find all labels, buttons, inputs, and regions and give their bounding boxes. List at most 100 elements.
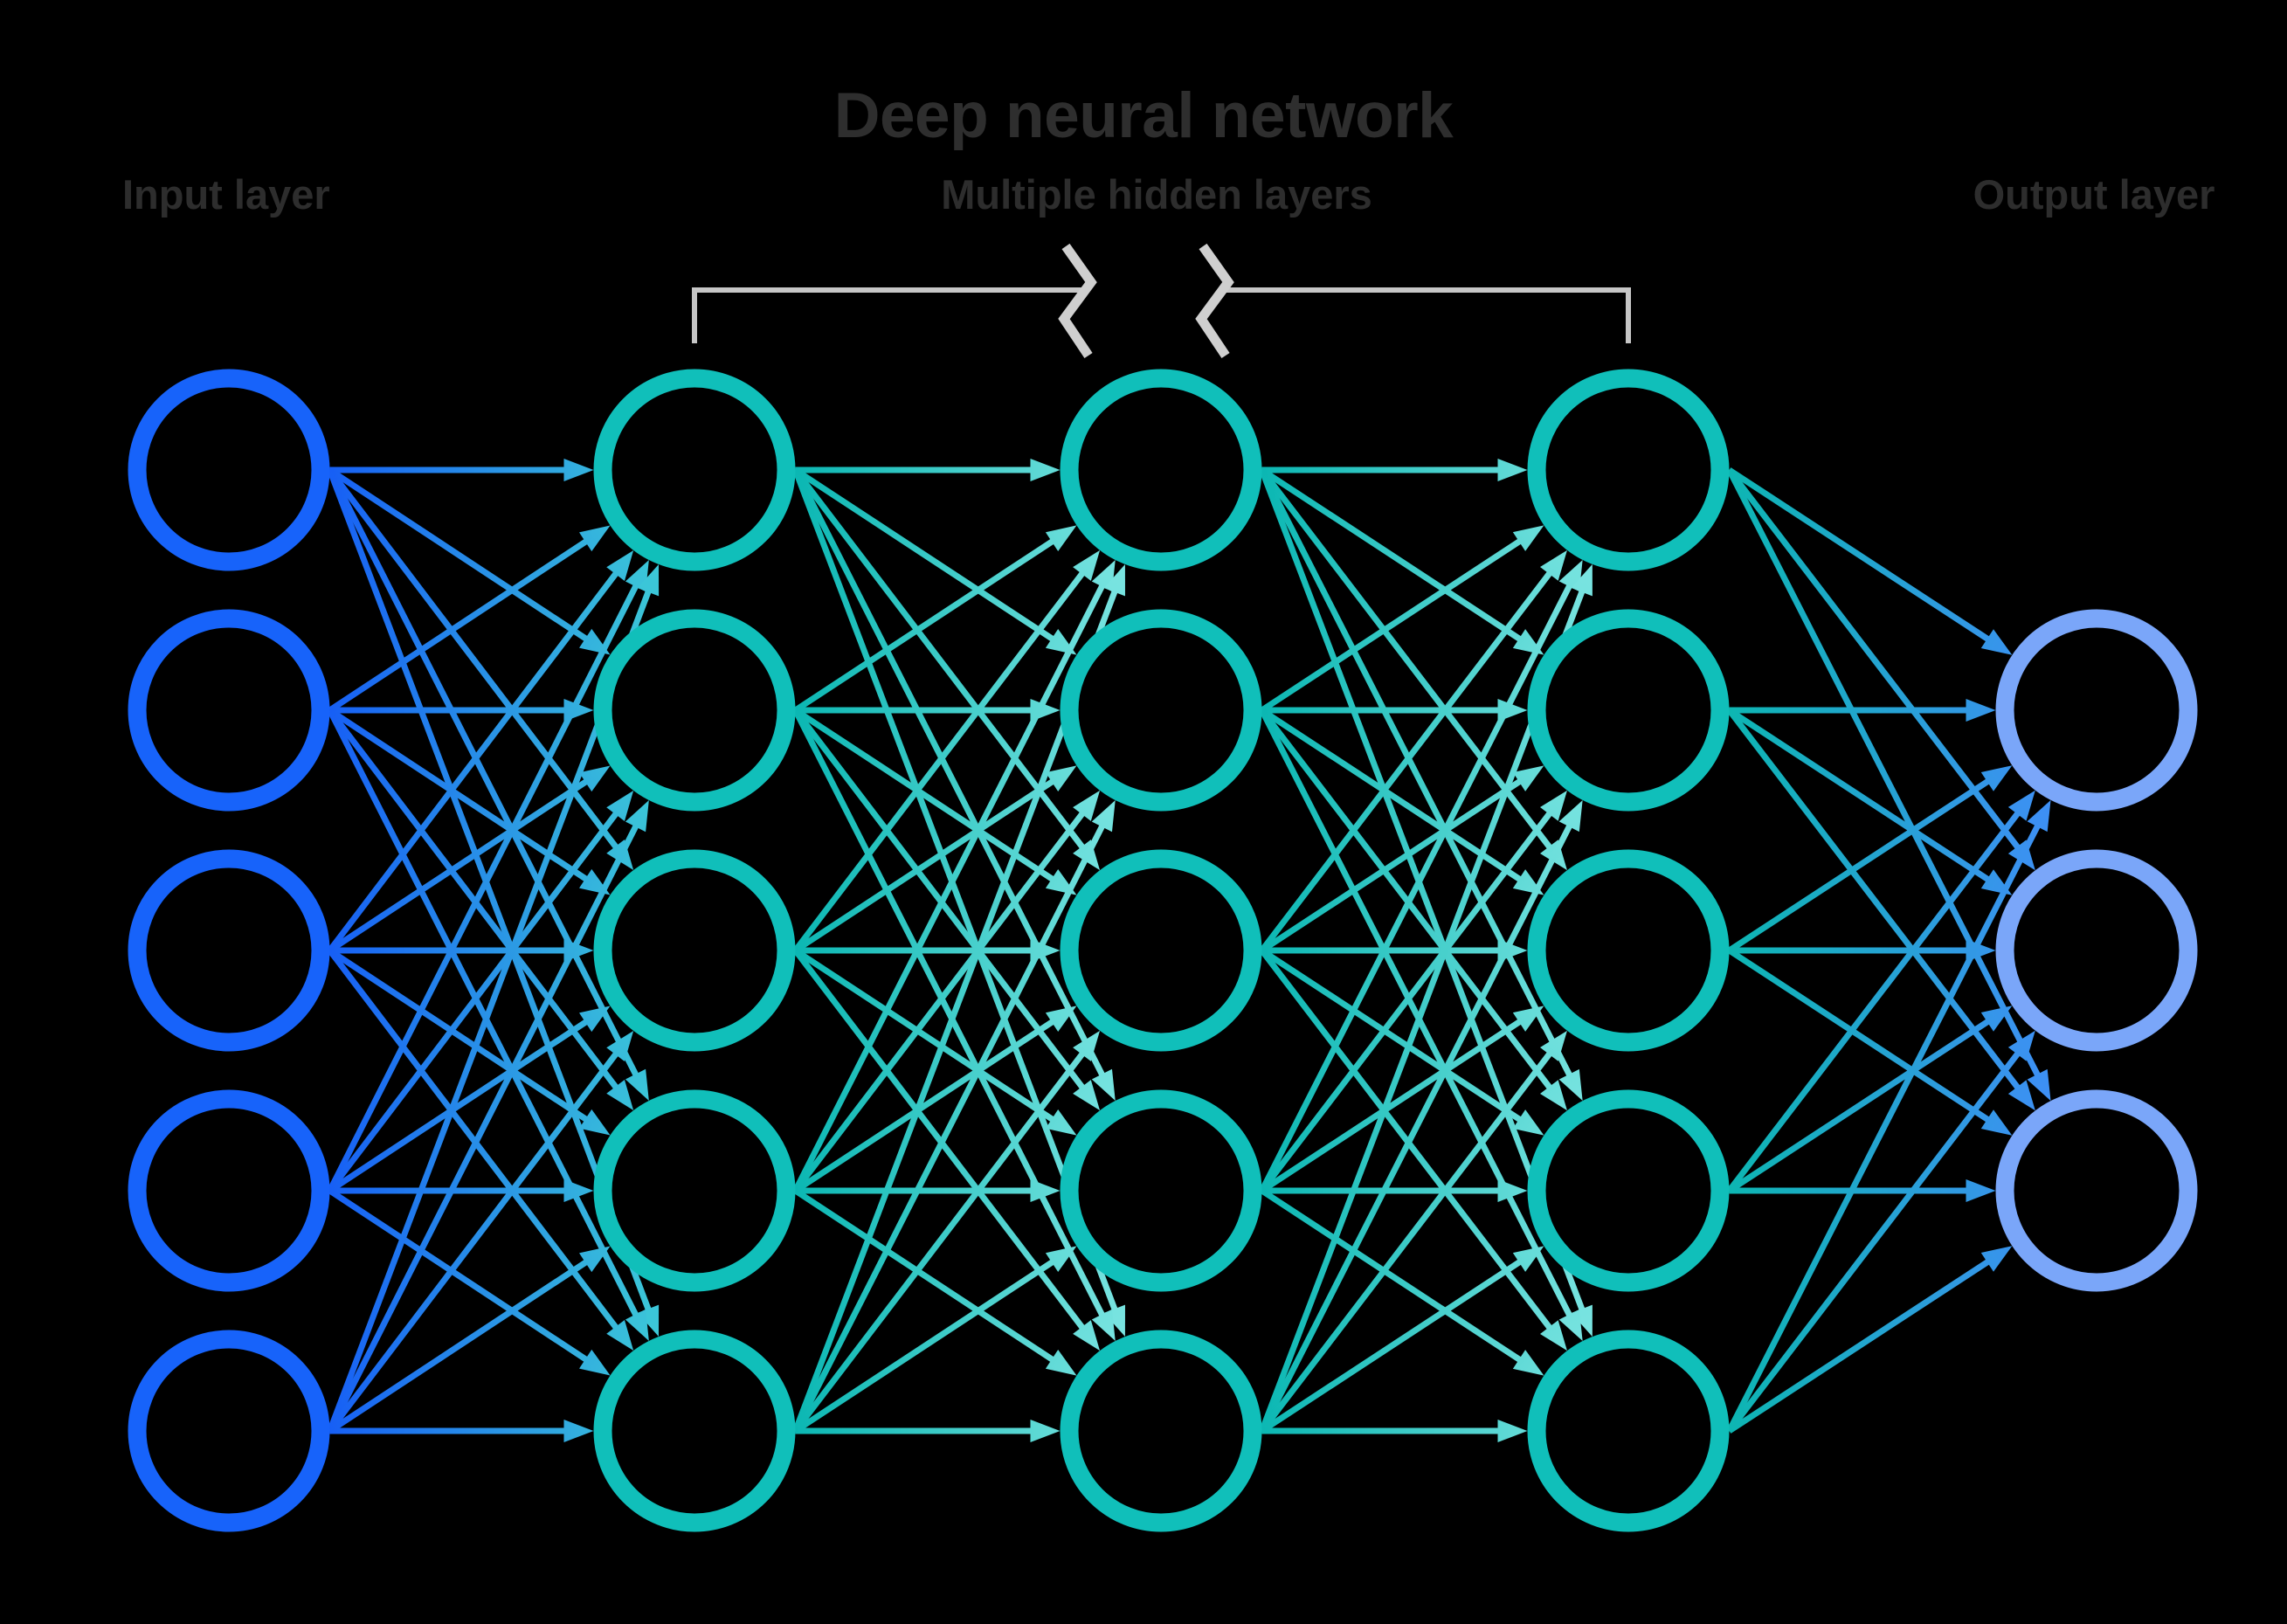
edge-line xyxy=(327,820,641,1433)
output-layer-node xyxy=(1995,1089,2198,1292)
bracket-break-mark xyxy=(1058,243,1097,359)
edge-line xyxy=(792,580,1108,1192)
edge-arrowhead xyxy=(625,1068,649,1101)
hidden-layer-2-node xyxy=(1060,369,1262,571)
edge-line xyxy=(1727,948,1993,1125)
edge-line xyxy=(1727,1016,1993,1193)
edge-arrowhead xyxy=(1512,765,1544,791)
hidden-layer-3-node xyxy=(1527,609,1730,812)
hidden-layer-1-node xyxy=(593,369,796,571)
edge-line xyxy=(1726,807,2023,1193)
edge-arrowhead xyxy=(1539,1320,1567,1351)
edge-line xyxy=(1260,467,1525,645)
hidden-layer-3-node xyxy=(1527,369,1730,571)
edge-line xyxy=(1259,468,1575,1081)
edge-line xyxy=(792,468,1108,1081)
edge-arrowhead xyxy=(2027,799,2051,833)
edge-arrowhead xyxy=(1091,800,1116,833)
edge-line xyxy=(1726,820,2042,1433)
hidden-layer-1-node xyxy=(593,1330,796,1532)
edge-line xyxy=(327,808,622,1193)
edge-arrowhead xyxy=(1073,549,1101,581)
edge-line xyxy=(1727,1256,1993,1434)
edge-line xyxy=(792,568,1088,953)
edge-line xyxy=(328,1017,592,1193)
edge-line xyxy=(1259,807,1555,1193)
edge-arrowhead xyxy=(1045,1005,1077,1032)
edge-arrowhead xyxy=(2007,1030,2035,1061)
edge-line xyxy=(327,468,641,1081)
edge-arrowhead xyxy=(1558,799,1583,833)
edge-line xyxy=(328,536,592,713)
edge-line xyxy=(792,1048,1088,1434)
edge-arrowhead xyxy=(625,1309,649,1341)
edge-arrowhead xyxy=(2007,790,2035,821)
edge-line xyxy=(1259,467,1555,853)
edge-arrowhead xyxy=(625,800,649,833)
edge-arrowhead xyxy=(1030,1179,1061,1202)
hidden-layer-3-node xyxy=(1527,1089,1730,1292)
label-output-layer: Output layer xyxy=(1973,171,2215,218)
edge-line xyxy=(1260,948,1525,1125)
edge-arrowhead xyxy=(563,459,594,481)
edge-arrowhead xyxy=(1966,1179,1996,1202)
label-input-layer: Input layer xyxy=(122,171,330,218)
edge-line xyxy=(1260,1188,1525,1365)
edge-line xyxy=(1259,708,1575,1321)
edge-line xyxy=(792,467,1088,853)
hidden-layer-3-node xyxy=(1527,1330,1730,1532)
hidden-layer-1-node xyxy=(593,609,796,812)
edge-arrowhead xyxy=(606,1030,634,1061)
edge-line xyxy=(1259,580,1575,1192)
input-layer-node xyxy=(128,609,330,812)
edge-arrowhead xyxy=(1030,459,1061,481)
edge-arrowhead xyxy=(606,1080,634,1111)
hidden-layer-2-node xyxy=(1060,1089,1262,1292)
hidden-layer-1-node xyxy=(593,849,796,1052)
bracket-break-mark xyxy=(1195,243,1234,359)
edge-line xyxy=(1259,567,1555,953)
edges-group xyxy=(327,459,2051,1442)
edge-arrowhead xyxy=(606,790,634,821)
edge-arrowhead xyxy=(1045,525,1077,551)
hidden-layer-3-node xyxy=(1527,849,1730,1052)
input-layer-node xyxy=(128,1089,330,1292)
edge-arrowhead xyxy=(1512,1005,1544,1032)
diagram-title: Deep neural network xyxy=(833,80,1454,151)
edge-line xyxy=(1726,468,2042,1081)
hidden-layers-bracket xyxy=(692,287,1631,343)
edge-line xyxy=(327,1048,622,1434)
edge-line xyxy=(792,820,1108,1433)
edge-arrowhead xyxy=(1045,765,1077,791)
edge-line xyxy=(1260,1016,1525,1193)
edge-line xyxy=(793,1016,1058,1193)
edge-arrowhead xyxy=(1966,699,1996,722)
edge-line xyxy=(792,808,1088,1193)
edge-line xyxy=(1260,536,1525,713)
edge-arrowhead xyxy=(1512,1350,1544,1376)
edge-line xyxy=(327,568,622,953)
output-layer-node xyxy=(1995,609,2198,812)
edge-arrowhead xyxy=(2007,1080,2035,1111)
edge-line xyxy=(1726,467,2023,853)
label-multiple-hidden-layers: Multiple hidden layers xyxy=(941,171,1372,218)
edge-line xyxy=(1727,776,1993,953)
edge-line xyxy=(328,467,592,644)
hidden-layer-2-node xyxy=(1060,849,1262,1052)
edge-arrowhead xyxy=(1512,1246,1544,1272)
edge-arrowhead xyxy=(1571,563,1593,597)
edge-arrowhead xyxy=(578,765,611,792)
edge-line xyxy=(793,467,1058,645)
edge-line xyxy=(328,1257,592,1434)
edge-arrowhead xyxy=(578,1005,611,1033)
edge-arrowhead xyxy=(578,1109,611,1136)
input-layer-node xyxy=(128,849,330,1052)
edge-arrowhead xyxy=(563,1420,594,1442)
edge-arrowhead xyxy=(578,525,611,552)
hidden-layer-2-node xyxy=(1060,609,1262,812)
edge-arrowhead xyxy=(2027,1068,2051,1102)
edge-arrowhead xyxy=(1045,1350,1077,1376)
edge-line xyxy=(792,708,1108,1321)
